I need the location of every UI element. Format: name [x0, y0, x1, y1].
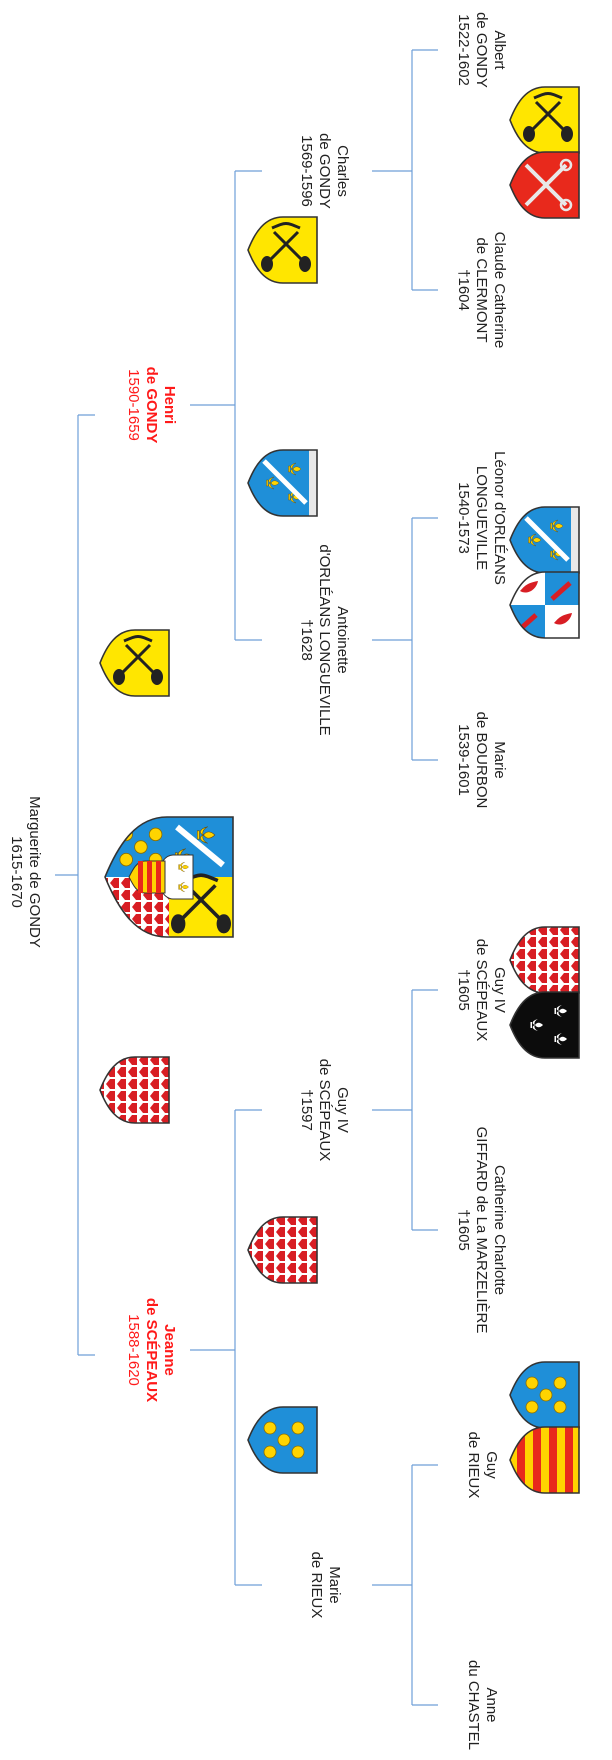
- albert-surname: de GONDY: [473, 12, 490, 88]
- marguerite-dates: 1615-1670: [8, 836, 25, 908]
- charles-first-name: Charles: [334, 145, 351, 197]
- person-catherine: Catherine Charlotte GIFFARD de La MARZEL…: [455, 1127, 508, 1334]
- jeanne-dates: 1588-1620: [125, 1314, 142, 1386]
- person-charles: Charles de GONDY 1569-1596: [298, 133, 351, 209]
- person-marie-rieux: Marie de RIEUX: [308, 1552, 343, 1619]
- orleans-arms-leonor: [509, 506, 580, 574]
- guy-rieux-surname: de RIEUX: [465, 1432, 482, 1499]
- person-marie-bourbon: Marie de BOURBON 1539-1601: [455, 712, 508, 809]
- charles-dates: 1569-1596: [298, 135, 315, 207]
- bourbon-arms: [509, 571, 580, 639]
- charles-surname: de GONDY: [316, 133, 333, 209]
- rieux-arms-marie: [247, 1406, 318, 1474]
- scepeaux-arms-jeanne: [99, 1056, 170, 1124]
- henri-surname: de GONDY: [143, 367, 160, 444]
- jeanne-first-name: Jeanne: [161, 1324, 178, 1376]
- person-guy-iv-senior: Guy IV de SCÉPEAUX †1605: [455, 939, 508, 1042]
- marguerite-name: Marguerite de GONDY: [26, 796, 43, 948]
- person-guy-iv: Guy IV de SCÉPEAUX †1597: [298, 1059, 351, 1162]
- scepeaux-arms-guy-senior: [509, 926, 580, 994]
- catherine-surname: GIFFARD de La MARZELIÈRE: [473, 1127, 490, 1334]
- guy-iv-first-name: Guy IV: [334, 1087, 351, 1133]
- guy-iv-senior-first-name: Guy IV: [491, 967, 508, 1013]
- orleans-arms-antoinette: [247, 449, 318, 517]
- catherine-first-name: Catherine Charlotte: [491, 1165, 508, 1295]
- gondy-arms-albert: [509, 86, 580, 154]
- person-jeanne: Jeanne de SCÉPEAUX 1588-1620: [125, 1298, 178, 1402]
- catherine-dates: †1605: [455, 1209, 472, 1251]
- person-guy-rieux: Guy de RIEUX: [465, 1432, 500, 1499]
- marguerite-arms: [104, 816, 234, 938]
- giffard-arms: [509, 991, 580, 1059]
- albert-dates: 1522-1602: [455, 14, 472, 86]
- claude-surname: de CLERMONT: [473, 237, 490, 342]
- leonor-dates: 1540-1573: [455, 482, 472, 554]
- person-antoinette: Antoinette d'ORLÉANS LONGUEVILLE †1628: [298, 544, 351, 735]
- guy-rieux-first-name: Guy: [483, 1451, 500, 1479]
- marie-rieux-surname: de RIEUX: [308, 1552, 325, 1619]
- scepeaux-arms-guy: [247, 1216, 318, 1284]
- leonor-first-name: Léonor d'ORLÉANS: [491, 451, 508, 585]
- person-albert: Albert de GONDY 1522-1602: [455, 12, 508, 88]
- antoinette-surname: d'ORLÉANS LONGUEVILLE: [316, 544, 333, 735]
- person-anne: Anne du CHASTEL: [465, 1660, 500, 1750]
- claude-first-name: Claude Catherine: [491, 232, 508, 349]
- henri-dates: 1590-1659: [125, 369, 142, 441]
- person-marguerite: Marguerite de GONDY 1615-1670: [8, 796, 43, 948]
- antoinette-first-name: Antoinette: [334, 606, 351, 674]
- person-claude: Claude Catherine de CLERMONT †1604: [455, 232, 508, 349]
- marie-rieux-first-name: Marie: [326, 1566, 343, 1604]
- gondy-arms-henri: [99, 629, 170, 697]
- guy-iv-senior-surname: de SCÉPEAUX: [473, 939, 490, 1042]
- chastel-arms: [509, 1426, 580, 1494]
- connector-lines: [55, 49, 438, 1706]
- guy-iv-senior-dates: †1605: [455, 969, 472, 1011]
- guy-iv-dates: †1597: [298, 1089, 315, 1131]
- person-leonor: Léonor d'ORLÉANS LONGUEVILLE 1540-1573: [455, 451, 508, 585]
- jeanne-surname: de SCÉPEAUX: [143, 1298, 160, 1402]
- anne-first-name: Anne: [483, 1687, 500, 1722]
- guy-iv-surname: de SCÉPEAUX: [316, 1059, 333, 1162]
- clermont-arms: [509, 151, 580, 219]
- antoinette-dates: †1628: [298, 619, 315, 661]
- person-henri: Henri de GONDY 1590-1659: [125, 367, 178, 444]
- rieux-arms-guy: [509, 1361, 580, 1429]
- henri-first-name: Henri: [161, 386, 178, 424]
- claude-dates: †1604: [455, 269, 472, 311]
- marie-bourbon-dates: 1539-1601: [455, 724, 472, 796]
- marie-bourbon-first-name: Marie: [491, 741, 508, 779]
- albert-first-name: Albert: [491, 30, 508, 70]
- leonor-surname: LONGUEVILLE: [473, 466, 490, 570]
- marie-bourbon-surname: de BOURBON: [473, 712, 490, 809]
- anne-surname: du CHASTEL: [465, 1660, 482, 1750]
- gondy-arms-charles: [247, 216, 318, 284]
